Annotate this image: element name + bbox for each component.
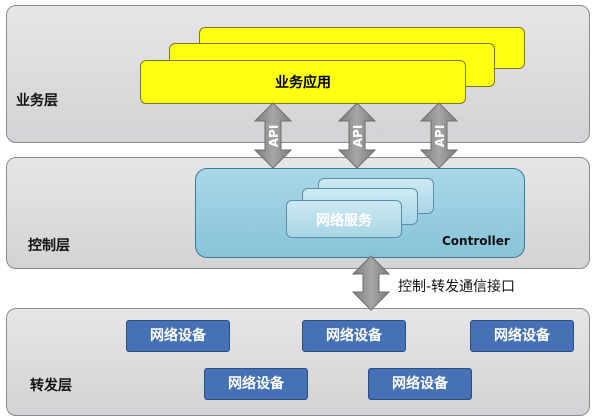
network-device-5: 网络设备 <box>368 368 472 400</box>
api-arrow-2-label: API <box>351 125 365 148</box>
network-service-label: 网络服务 <box>316 213 372 229</box>
api-arrow-2: API <box>337 102 377 169</box>
business-app-label: 业务应用 <box>275 75 331 91</box>
network-device-2: 网络设备 <box>302 320 406 352</box>
forwarding-layer-label: 转发层 <box>30 378 72 394</box>
controller-label: Controller <box>442 234 510 248</box>
control-forwarding-arrow <box>351 255 391 311</box>
api-arrow-3: API <box>419 102 459 169</box>
control-layer-label: 控制层 <box>28 238 70 254</box>
business-app-card-front: 业务应用 <box>140 60 466 104</box>
api-arrow-3-label: API <box>433 125 447 148</box>
control-forwarding-interface-label: 控制-转发通信接口 <box>398 279 516 295</box>
network-service-card-front: 网络服务 <box>286 200 402 238</box>
api-arrow-1: API <box>253 102 293 169</box>
network-device-3: 网络设备 <box>470 320 574 352</box>
network-device-1: 网络设备 <box>126 320 230 352</box>
business-layer-label: 业务层 <box>16 93 58 109</box>
network-device-4: 网络设备 <box>204 368 308 400</box>
api-arrow-1-label: API <box>267 125 281 148</box>
